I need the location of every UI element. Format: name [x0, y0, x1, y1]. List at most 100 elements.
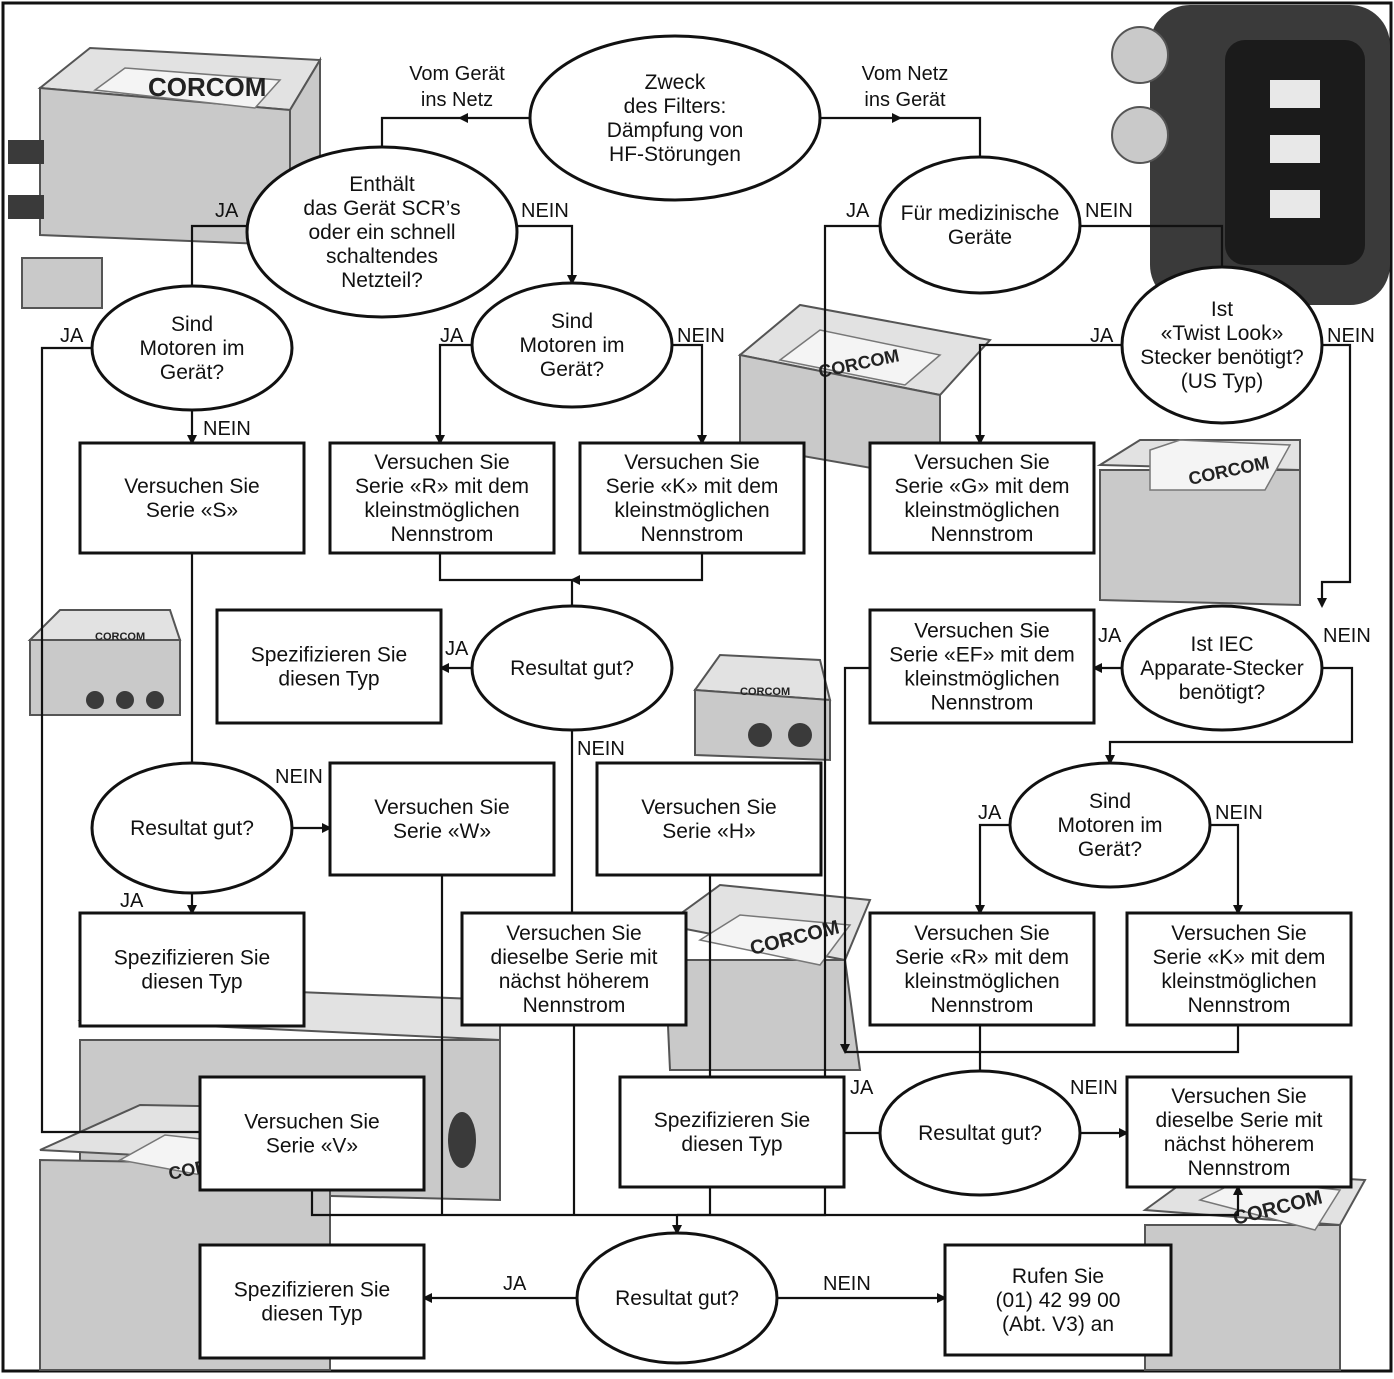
svg-text:CORCOM: CORCOM: [95, 631, 145, 643]
node-text: diesen Typ: [681, 1133, 782, 1156]
node-text: Versuchen Sie: [914, 922, 1049, 945]
connector-line: [40, 346, 200, 1134]
edge-label: JA: [1098, 625, 1122, 647]
node-text: Dämpfung von: [607, 119, 744, 142]
edge-label: JA: [215, 200, 239, 222]
process-box: [868, 441, 1096, 555]
process-box: [868, 608, 1096, 725]
node-text: Netzteil?: [341, 269, 423, 292]
node-text: Nennstrom: [931, 994, 1034, 1017]
node-text: Versuchen Sie: [914, 620, 1049, 643]
node-text: des Filters:: [624, 95, 727, 118]
connector-line: [1210, 823, 1243, 915]
process-box: [1125, 1075, 1353, 1189]
node-text: Nennstrom: [931, 523, 1034, 546]
edge-label: ins Gerät: [864, 89, 946, 111]
node-text: benötigt?: [1179, 681, 1265, 704]
node-text: Versuchen Sie: [244, 1111, 379, 1134]
product-photo-bottom-right: CORCOM: [1142, 1168, 1367, 1371]
node-text: Sind: [1089, 790, 1131, 813]
node-text: das Gerät SCR’s: [303, 197, 460, 220]
connector-line: [380, 116, 460, 147]
edge-label: NEIN: [521, 200, 569, 222]
process-box: [1125, 911, 1353, 1027]
connector-line: [845, 1025, 1240, 1054]
process-box: [328, 761, 556, 877]
node-text: Serie «R» mit dem: [895, 946, 1069, 969]
connector-line: [1080, 224, 1224, 267]
node-text: «Twist Look»: [1161, 322, 1284, 345]
process-box: [328, 441, 556, 555]
connector-line: [672, 343, 707, 445]
node-text: Apparate-Stecker: [1140, 657, 1303, 680]
edge-label: JA: [60, 325, 84, 347]
node-text: Ist IEC: [1190, 633, 1253, 656]
node-text: Serie «W»: [393, 820, 491, 843]
product-photo-left: CORCOM: [27, 609, 182, 716]
node-text: Resultat gut?: [130, 817, 254, 840]
node-text: Serie «V»: [266, 1135, 358, 1158]
edge-label: JA: [850, 1077, 874, 1099]
process-box: [78, 441, 306, 555]
node-text: Geräte: [948, 226, 1012, 249]
node-text: Nennstrom: [931, 692, 1034, 715]
node-text: Gerät?: [160, 361, 224, 384]
node-text: Versuchen Sie: [624, 451, 759, 474]
node-text: Rufen Sie: [1012, 1265, 1104, 1288]
edge-label: NEIN: [203, 418, 251, 440]
connector-line: [900, 116, 982, 157]
node-text: kleinstmöglichen: [614, 499, 769, 522]
connector-line: [975, 823, 1010, 915]
edge-label: JA: [503, 1273, 527, 1295]
node-text: Ist: [1211, 298, 1233, 321]
edge-label: NEIN: [577, 738, 625, 760]
connector-line: [310, 1185, 1243, 1217]
node-text: kleinstmöglichen: [364, 499, 519, 522]
node-text: nächst höherem: [499, 970, 650, 993]
node-text: Serie «G» mit dem: [894, 475, 1069, 498]
node-text: nächst höherem: [1164, 1133, 1315, 1156]
edge-label: NEIN: [677, 325, 725, 347]
edge-label: NEIN: [1323, 625, 1371, 647]
edge-label: JA: [978, 802, 1002, 824]
svg-text:CORCOM: CORCOM: [740, 686, 790, 698]
node-text: Stecker benötigt?: [1140, 346, 1303, 369]
product-photo-mid-right: CORCOM: [1096, 439, 1301, 607]
node-text: Gerät?: [540, 358, 604, 381]
product-photo-lower-center: CORCOM: [662, 883, 872, 1071]
product-photo-top-right: [1111, 5, 1390, 305]
node-text: kleinstmöglichen: [904, 499, 1059, 522]
decision-ellipse: [90, 761, 294, 895]
connector-line: [840, 666, 870, 1054]
connector-line: [190, 224, 247, 286]
process-box: [618, 1075, 846, 1189]
decision-ellipse: [245, 145, 519, 319]
process-box: [460, 911, 688, 1027]
connector-line: [570, 553, 704, 585]
node-text: Versuchen Sie: [1171, 922, 1306, 945]
node-text: Spezifizieren Sie: [654, 1109, 810, 1132]
node-text: Resultat gut?: [918, 1122, 1042, 1145]
decision-ellipse: [1120, 604, 1324, 732]
edge-label: JA: [120, 890, 144, 912]
edge-label: JA: [440, 325, 464, 347]
node-text: Nennstrom: [523, 994, 626, 1017]
node-text: diesen Typ: [141, 971, 242, 994]
node-text: kleinstmöglichen: [904, 970, 1059, 993]
process-box: [215, 608, 443, 725]
node-text: Sind: [171, 313, 213, 336]
decision-ellipse: [878, 1069, 1082, 1197]
node-res4: Resultat gut?: [575, 1231, 779, 1365]
node-text: dieselbe Serie mit: [1156, 1109, 1323, 1132]
node-text: Serie «R» mit dem: [355, 475, 529, 498]
